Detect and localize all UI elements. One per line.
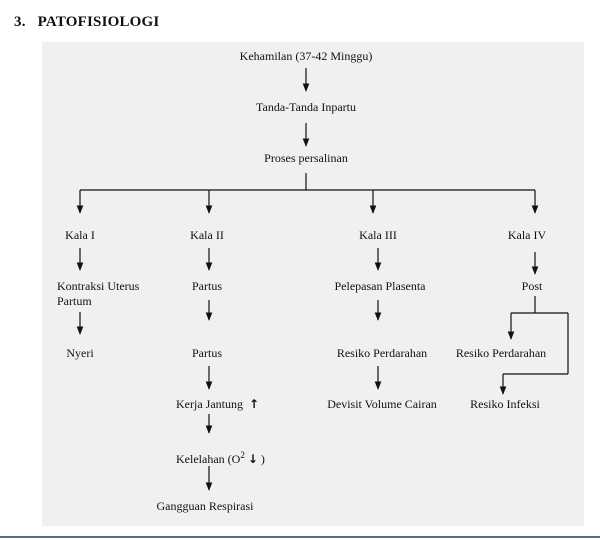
node-kontraksi-line2: Partum	[57, 294, 92, 308]
node-resiko-perdarahan-4: Resiko Perdarahan	[455, 346, 547, 360]
node-partus-2: Partus	[192, 346, 222, 360]
section-number: 3.	[14, 14, 26, 30]
kerja-jantung-label: Kerja Jantung	[176, 397, 243, 411]
node-gangguan-respirasi: Gangguan Respirasi	[156, 499, 254, 513]
kelelahan-superscript: 2	[240, 450, 245, 460]
node-kelelahan: Kelelahan (O2 ↓ )	[176, 448, 265, 467]
node-resiko-perdarahan-3: Resiko Perdarahan	[336, 346, 428, 360]
node-post: Post	[521, 279, 543, 293]
bottom-divider	[0, 536, 600, 538]
node-devisit-volume-cairan: Devisit Volume Cairan	[327, 397, 437, 411]
node-tanda-inpartu: Tanda-Tanda Inpartu	[256, 100, 356, 114]
node-kehamilan: Kehamilan (37-42 Minggu)	[239, 49, 373, 63]
node-partus-1: Partus	[192, 279, 222, 293]
section-title: PATOFISIOLOGI	[37, 14, 160, 30]
up-arrow-icon: ↑	[248, 397, 260, 411]
down-arrow-icon: ↓	[247, 452, 258, 466]
node-kala-2: Kala II	[190, 228, 224, 242]
kelelahan-close: )	[260, 452, 265, 466]
node-kala-1: Kala I	[65, 228, 95, 242]
node-proses-persalinan: Proses persalinan	[264, 151, 348, 165]
node-kala-3: Kala III	[359, 228, 397, 242]
node-kala-4: Kala IV	[507, 228, 547, 242]
section-heading: 3. PATOFISIOLOGI	[14, 14, 159, 31]
node-kontraksi-uterus: Kontraksi Uterus Partum	[57, 279, 139, 309]
diagram-panel	[42, 42, 584, 526]
node-resiko-infeksi: Resiko Infeksi	[470, 397, 540, 411]
node-kontraksi-line1: Kontraksi Uterus	[57, 279, 140, 293]
node-nyeri: Nyeri	[66, 346, 94, 360]
kelelahan-label: Kelelahan (O	[176, 452, 241, 466]
node-kerja-jantung: Kerja Jantung ↑	[176, 397, 259, 412]
node-pelepasan-plasenta: Pelepasan Plasenta	[334, 279, 426, 293]
